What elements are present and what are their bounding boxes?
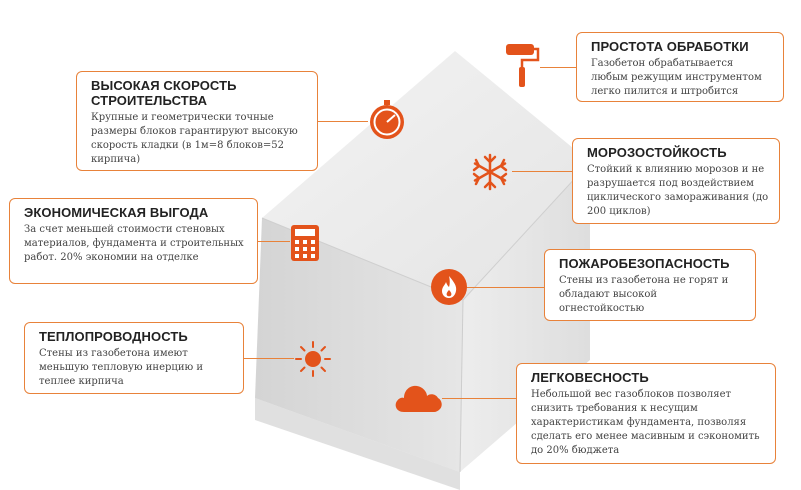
card-economy-title: ЭКОНОМИЧЕСКАЯ ВЫГОДА (24, 205, 209, 220)
card-frost-text: Стойкий к влиянию морозов и не разрушает… (587, 164, 769, 217)
card-speed-title: ВЫСОКАЯ СКОРОСТЬ СТРОИТЕЛЬСТВА (91, 78, 237, 108)
card-speed: ВЫСОКАЯ СКОРОСТЬ СТРОИТЕЛЬСТВА Крупные и… (76, 71, 318, 171)
flame-icon (431, 269, 467, 305)
card-thermal: ТЕПЛОПРОВОДНОСТЬ Стены из газобетона име… (24, 322, 244, 394)
card-processing-text: Газобетон обрабатывается любым режущим и… (591, 58, 762, 97)
leader-line-processing (540, 67, 576, 68)
leader-line-fire (466, 287, 544, 288)
paint-roller-icon (506, 44, 540, 87)
card-frost-title: МОРОЗОСТОЙКОСТЬ (587, 145, 727, 160)
cloud-icon (395, 385, 442, 412)
card-frost: МОРОЗОСТОЙКОСТЬ Стойкий к влиянию морозо… (572, 138, 780, 224)
card-light-title: ЛЕГКОВЕСНОСТЬ (531, 370, 649, 385)
leader-line-speed (318, 121, 368, 122)
card-light-text: Небольшой вес газоблоков позволяет снизи… (531, 389, 760, 456)
card-fire-text: Стены из газобетона не горят и обладают … (559, 275, 729, 314)
leader-line-economy (258, 241, 290, 242)
card-processing: ПРОСТОТА ОБРАБОТКИ Газобетон обрабатывае… (576, 32, 784, 102)
card-light: ЛЕГКОВЕСНОСТЬ Небольшой вес газоблоков п… (516, 363, 776, 464)
card-thermal-text: Стены из газобетона имеют меньшую теплов… (39, 348, 204, 387)
stopwatch-icon (370, 100, 404, 139)
card-speed-text: Крупные и геометрически точные размеры б… (91, 112, 298, 165)
card-economy-text: За счет меньшей стоимости стеновых матер… (24, 224, 244, 263)
leader-line-frost (512, 171, 572, 172)
card-fire: ПОЖАРОБЕЗОПАСНОСТЬ Стены из газобетона н… (544, 249, 756, 321)
leader-line-thermal (244, 358, 294, 359)
calculator-icon (291, 225, 319, 261)
sun-icon (295, 341, 331, 377)
card-fire-title: ПОЖАРОБЕЗОПАСНОСТЬ (559, 256, 730, 271)
card-processing-title: ПРОСТОТА ОБРАБОТКИ (591, 39, 749, 54)
leader-line-light (442, 398, 516, 399)
card-thermal-title: ТЕПЛОПРОВОДНОСТЬ (39, 329, 188, 344)
snowflake-icon (472, 153, 508, 191)
card-economy: ЭКОНОМИЧЕСКАЯ ВЫГОДА За счет меньшей сто… (9, 198, 258, 284)
